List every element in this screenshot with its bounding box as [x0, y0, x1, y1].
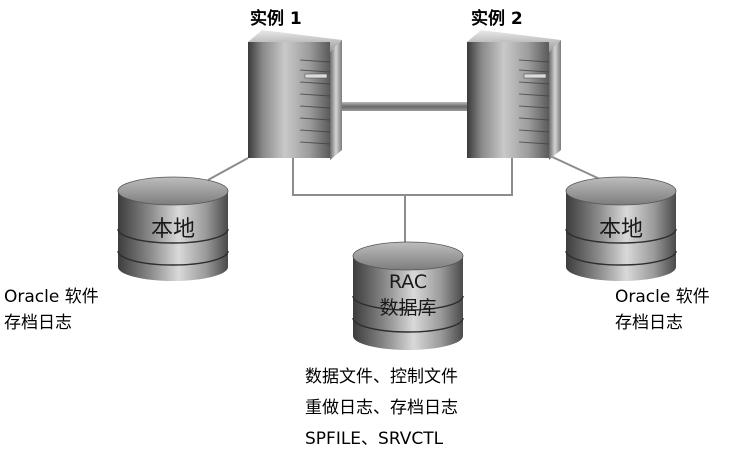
instance-2-title: 实例 2 — [471, 9, 523, 29]
server-instance-2 — [467, 30, 561, 160]
local-disk-1-note-archive-logs: 存档日志 — [4, 313, 72, 333]
shared-db-content-datafiles: 数据文件、控制文件 — [305, 367, 458, 387]
local-disk-2-label: 本地 — [599, 217, 643, 242]
local-disk-2-note-software: Oracle 软件 — [615, 287, 710, 307]
shared-db-label-line2: 数据库 — [379, 297, 436, 319]
local-disk-2-note-archive-logs: 存档日志 — [615, 313, 683, 333]
local-disk-1-label: 本地 — [151, 217, 195, 242]
instance-1-title: 实例 1 — [250, 9, 302, 29]
shared-db-label-line1: RAC — [389, 271, 427, 293]
local-disk-1: 本地 — [117, 176, 229, 281]
local-disk-2-notes: Oracle 软件 存档日志 — [615, 284, 710, 336]
shared-db-content-logs: 重做日志、存档日志 — [305, 398, 458, 418]
line-instance1-to-shared — [292, 150, 513, 196]
local-disk-2: 本地 — [565, 176, 677, 281]
line-instance2-to-local2 — [547, 154, 603, 181]
server-instance-1 — [248, 30, 342, 160]
shared-rac-database: RAC 数据库 — [352, 241, 464, 350]
local-disk-1-notes: Oracle 软件 存档日志 — [4, 284, 99, 336]
shared-db-content-spfile: SPFILE、SRVCTL — [305, 429, 444, 449]
network-connections — [207, 150, 603, 243]
local-disk-1-note-software: Oracle 软件 — [4, 287, 99, 307]
shared-db-contents: 数据文件、控制文件 重做日志、存档日志 SPFILE、SRVCTL — [305, 362, 458, 455]
cluster-interconnect — [333, 102, 467, 111]
line-instance1-to-local1 — [207, 157, 249, 181]
